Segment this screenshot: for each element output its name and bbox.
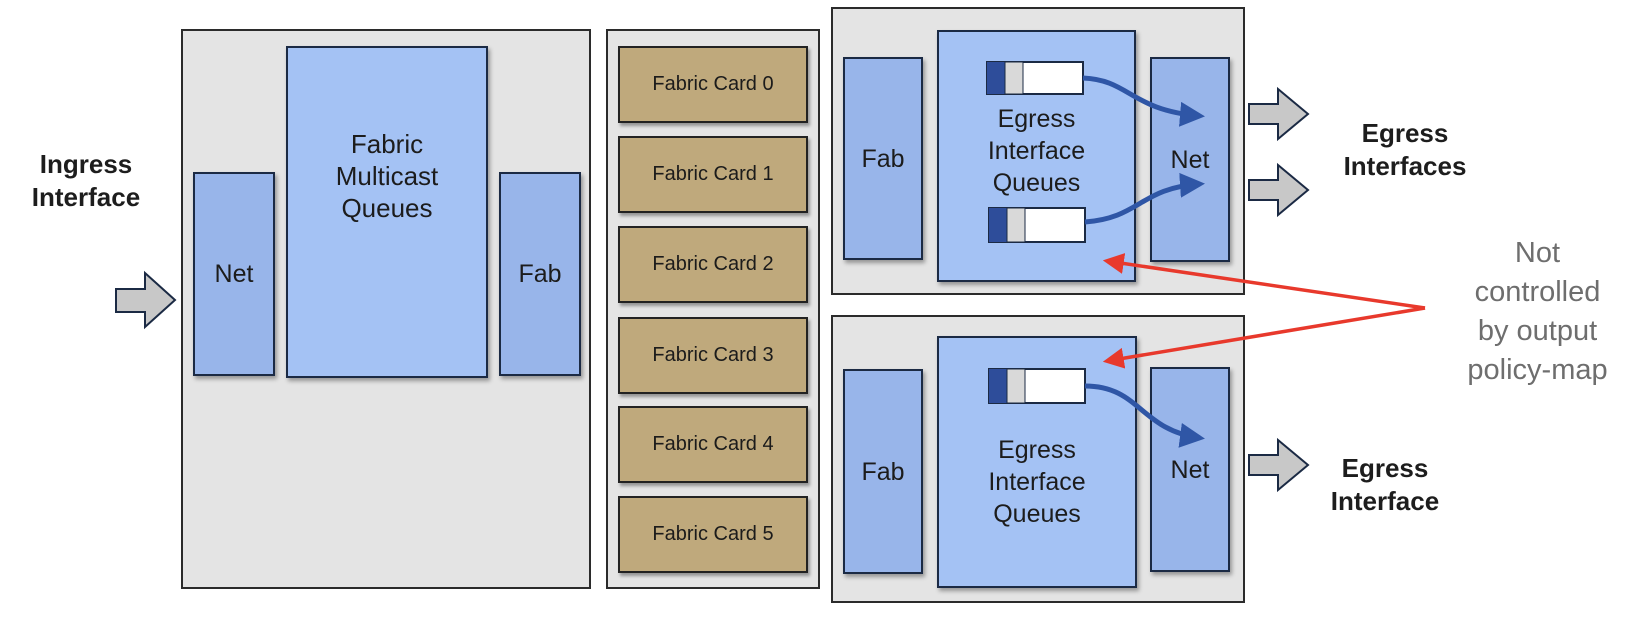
egress-interfaces-label: Egress Interfaces (1343, 118, 1467, 181)
egress-bottom-queues-block: Egress Interface Queues (937, 336, 1137, 588)
fabric-card-4: Fabric Card 4 (618, 406, 808, 483)
egress-top-fab-block: Fab (843, 57, 923, 260)
fabric-card-2: Fabric Card 2 (618, 226, 808, 303)
egress-bottom-net-block: Net (1150, 367, 1230, 572)
fabric-multicast-queues-block: Fabric Multicast Queues (286, 46, 488, 378)
egress-top-net-label: Net (1170, 145, 1210, 174)
ingress-arrow (115, 270, 177, 330)
egress-top-fab-label: Fab (861, 144, 905, 173)
fabric-card-0: Fabric Card 0 (618, 46, 808, 123)
ingress-fab-label: Fab (518, 260, 562, 288)
ingress-fab-block: Fab (499, 172, 581, 376)
ingress-net-block: Net (193, 172, 275, 376)
egress-top-queues-label: Egress Interface Queues (987, 105, 1086, 197)
egress-arrow (1248, 162, 1310, 218)
egress-bottom-queues-label: Egress Interface Queues (988, 436, 1086, 528)
egress-bottom-fab-block: Fab (843, 369, 923, 574)
ingress-net-label: Net (214, 260, 254, 288)
egress-top-net-block: Net (1150, 57, 1230, 262)
fabric-card-3: Fabric Card 3 (618, 317, 808, 394)
egress-bottom-fab-label: Fab (861, 457, 905, 486)
fabric-multicast-queues-label: Fabric Multicast Queues (335, 129, 439, 223)
not-controlled-note: Not controlled by output policy-map (1467, 237, 1608, 386)
fabric-card-1: Fabric Card 1 (618, 136, 808, 213)
fabric-card-5: Fabric Card 5 (618, 496, 808, 573)
egress-bottom-net-label: Net (1170, 455, 1210, 484)
egress-interface-label: Egress Interface (1330, 453, 1440, 516)
egress-top-queues-block: Egress Interface Queues (937, 30, 1136, 282)
egress-arrow (1248, 86, 1310, 142)
ingress-interface-label: Ingress Interface (31, 149, 141, 212)
